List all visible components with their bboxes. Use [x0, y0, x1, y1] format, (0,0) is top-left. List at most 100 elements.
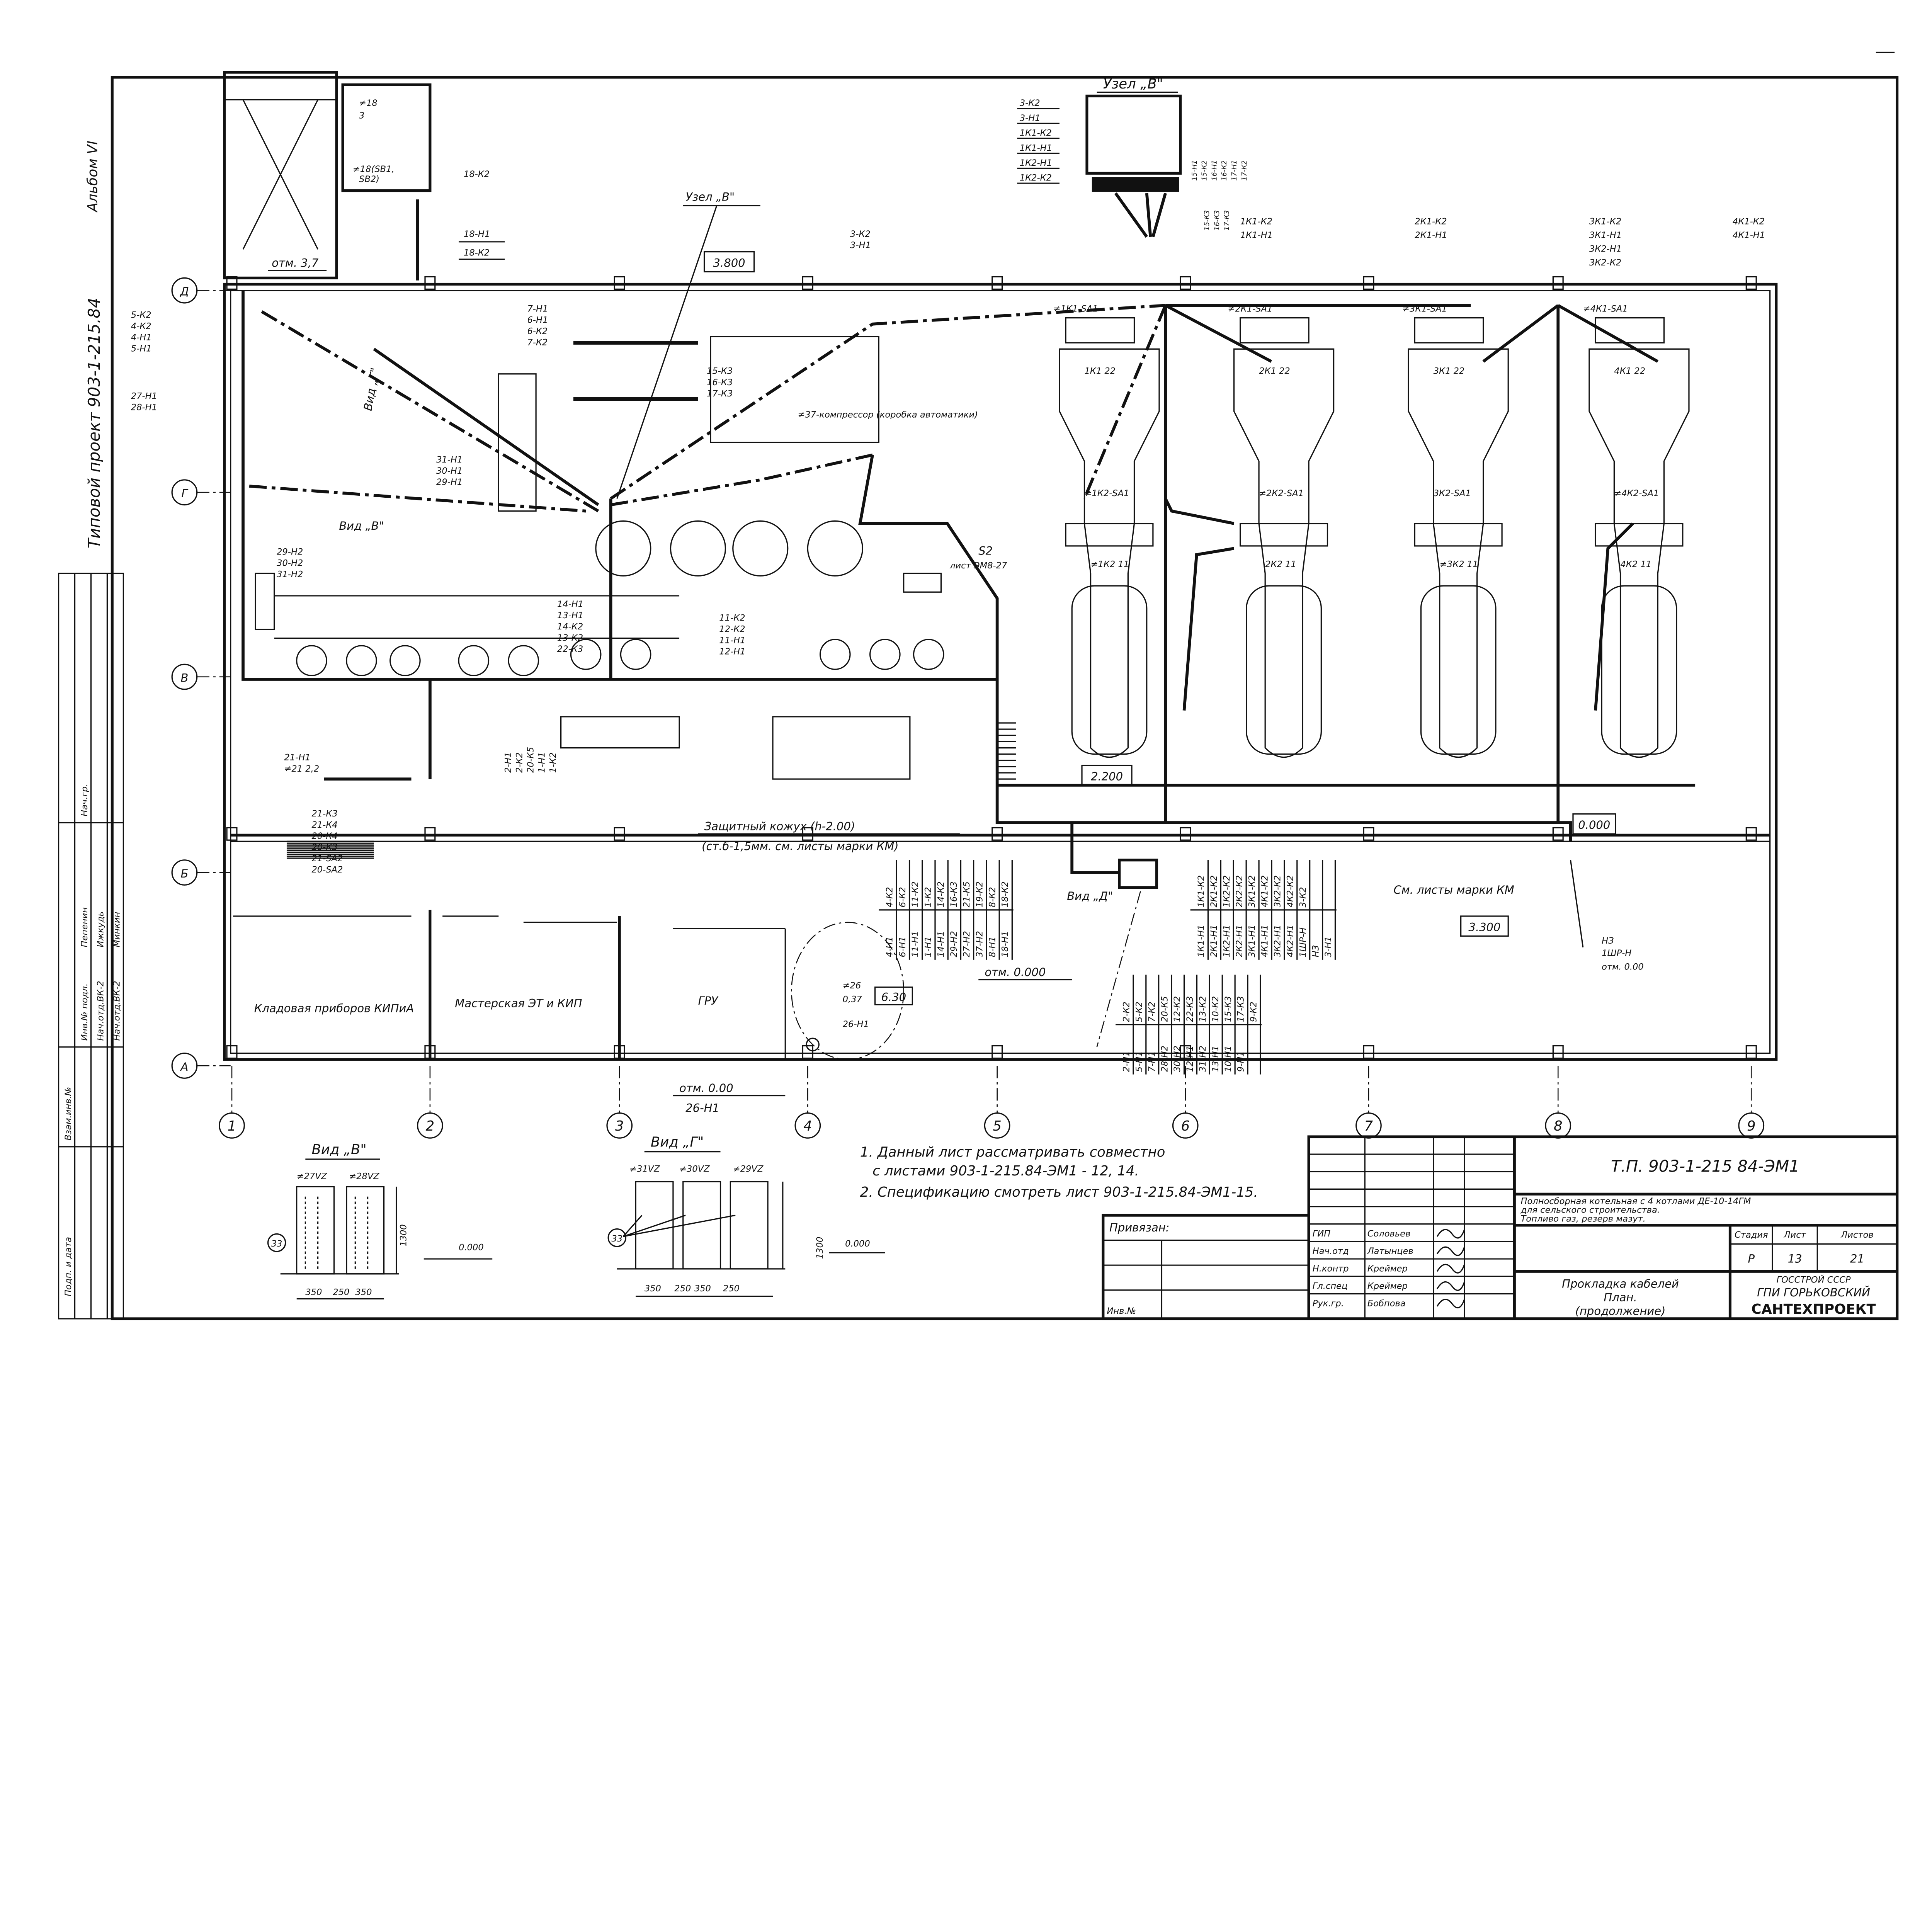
stamp-text: Подп. и дата [63, 1237, 73, 1296]
signature-name: Соловьев [1367, 1229, 1411, 1239]
signature-role: Гл.спец [1313, 1281, 1348, 1291]
cable-label: 14-К2 [557, 622, 583, 632]
table-cell: 8-Н1 [987, 937, 997, 957]
cable-label: 21-К4 [311, 820, 337, 830]
sa-label: 3К2-SA1 [1434, 488, 1471, 498]
cable-label: 15-К3 [707, 366, 733, 376]
table-cell: 10-Н1 [1223, 1046, 1233, 1072]
boiler-drum [1246, 585, 1322, 755]
cable-label: 3-К2 [1020, 98, 1040, 108]
protective-casing-label: Защитный кожух (h-2.00) [704, 820, 855, 833]
node-v-label: Узел „В" [685, 190, 735, 203]
column-stub [1745, 276, 1757, 290]
axis-label: 5 [993, 1118, 1002, 1134]
dimension: 1300 [399, 1224, 409, 1246]
elevation-630: 6.30 [881, 990, 906, 1003]
tank [508, 645, 539, 676]
table-cell: 3К1-Н1 [1247, 925, 1257, 957]
sheet-frame [111, 76, 1899, 1320]
column-stub [424, 827, 436, 841]
table-cell: 3К2-Н1 [1273, 925, 1283, 957]
fan-unit [1414, 317, 1484, 344]
signature-name: Креймер [1367, 1264, 1408, 1274]
stage-label: Стадия [1735, 1230, 1768, 1240]
cable-label: 2К1-К2 [1415, 217, 1447, 227]
stamp-text: Минкин [112, 912, 122, 947]
elevation-2200: 2.200 [1091, 770, 1123, 783]
sa-label: ≠4К2-SA1 [1614, 488, 1659, 498]
cable-label: 26-Н1 [843, 1019, 869, 1029]
signature-name: Креймер [1367, 1281, 1408, 1291]
sheets-label: Листов [1840, 1230, 1873, 1240]
axis-circle [1172, 1112, 1199, 1139]
cable-label: 4-Н1 [131, 333, 152, 343]
axis-circle [606, 1112, 633, 1139]
table-cell: 11-К2 [910, 881, 920, 907]
axis-label: 1 [228, 1118, 236, 1134]
cable-label: 1-Н1 [537, 752, 547, 773]
view-v-title: Вид „В" [311, 1142, 366, 1158]
cable-label: 13-К2 [557, 633, 583, 643]
org-name: ГПИ ГОРЬКОВСКИЙ [1757, 1286, 1870, 1299]
tank [807, 520, 863, 577]
column-stub [226, 827, 238, 841]
cable-label: 4К1-Н1 [1733, 230, 1765, 240]
column-stub [802, 276, 813, 290]
table-cell: 2К2-Н1 [1235, 925, 1245, 957]
stamp-text: Инв.№ подл. [80, 983, 90, 1041]
signature-name: Бобпова [1367, 1299, 1406, 1309]
annex-mark: ≠18 [359, 98, 378, 108]
boiler-outline [1059, 348, 1160, 758]
table-cell: 13-К2 [1198, 996, 1208, 1022]
burner-unit [1595, 523, 1684, 547]
cable-label: 4-К2 [131, 321, 151, 332]
table-cell: 5-К2 [1134, 1002, 1144, 1022]
cable-routes [242, 290, 1659, 1060]
note-1: 1. Данный лист рассматривать совместно [860, 1145, 1165, 1160]
axis-circle [219, 1112, 245, 1139]
view-g-title: Вид „Г" [651, 1134, 704, 1150]
cable-label: 16-К3 [1213, 210, 1221, 231]
table-cell: 15-К3 [1223, 996, 1233, 1022]
cable-label: 3-Н1 [850, 240, 871, 250]
cable-label: 17-К3 [707, 389, 733, 399]
table-cell: 21-К5 [962, 881, 972, 907]
table-cell: 6-Н1 [898, 937, 908, 957]
cable-label: отм. 0.00 [1602, 962, 1644, 972]
cable-label: 21-Н1 [284, 753, 310, 763]
view-mark: ≠28VZ [349, 1172, 379, 1182]
table-cell: 31-Н2 [1198, 1046, 1208, 1072]
cable-label: 17-Н1 [1231, 160, 1238, 181]
cable-label: 12-Н1 [719, 647, 745, 657]
axis-label: 6 [1181, 1118, 1190, 1134]
cable-label: 4К1-К2 [1733, 217, 1765, 227]
tank [296, 645, 327, 676]
cable-label: 13-Н1 [557, 611, 583, 621]
cable-label: 3К1-К2 [1589, 217, 1621, 227]
burner-unit [1414, 523, 1503, 547]
cable-label: 20-SA2 [311, 865, 343, 875]
boiler-outline [1408, 348, 1509, 758]
column-stub [1363, 827, 1374, 841]
dimension: 350 [355, 1287, 372, 1298]
column-stub [1180, 276, 1191, 290]
cable-label: 1К1-К2 [1020, 128, 1052, 138]
table-cell: 2-Н1 [1122, 1051, 1132, 1072]
building-plan: Кладовая приборов КИПиА Мастерская ЭТ и … [223, 276, 1778, 1061]
view-mark: ≠27VZ [297, 1172, 327, 1182]
table-cell: 18-К2 [1000, 881, 1010, 907]
signature-scribble [1436, 1281, 1465, 1291]
signature-scribble [1436, 1298, 1465, 1309]
tank [346, 645, 377, 676]
room-label: ГРУ [698, 994, 719, 1007]
boiler-outline [1233, 348, 1335, 758]
axis-label: Г [181, 487, 189, 500]
table-cell: НЗ [1311, 945, 1321, 957]
cable-label: 2-К2 [515, 752, 525, 773]
cable-label: 15-К3 [1203, 210, 1211, 231]
cable-label: 20-К5 [526, 747, 536, 773]
dimension: 250 [723, 1284, 740, 1294]
